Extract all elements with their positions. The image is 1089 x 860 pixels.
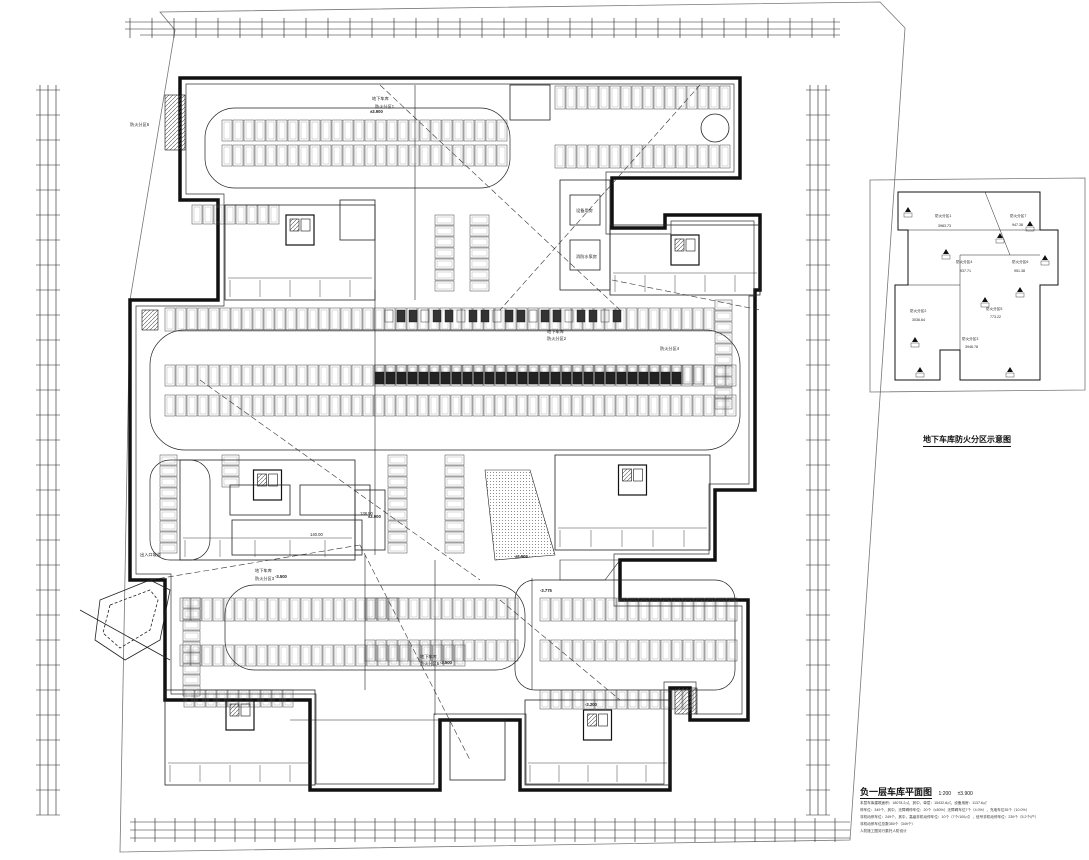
label-zone4: 防火分区4	[660, 345, 680, 352]
inset-zone6-area: 951.38	[1014, 269, 1025, 273]
drawing-title-block: 负一层车库平面图 1:200 ±3.900	[860, 785, 973, 799]
inset-zone4-label: 防火分区4	[956, 259, 972, 264]
note-line: 人防施工图另行委托人防设计	[860, 829, 907, 833]
inset-zone1-label: 防火分区1	[935, 213, 951, 218]
elev-5: -3.775	[540, 588, 553, 593]
inset-zone1-area: 3983.73	[938, 224, 951, 228]
room-area-1: 140.00	[310, 532, 323, 537]
turntable	[700, 113, 730, 143]
note-line: 非机动停车位总数350个（349个）	[860, 822, 916, 826]
drawing-elevation: ±3.900	[957, 791, 973, 797]
inset-zone4-area: 937.71	[960, 269, 971, 273]
building-cores	[164, 204, 761, 786]
inset-zone5-area: 773.22	[990, 315, 1001, 319]
drawing-title: 负一层车库平面图	[860, 787, 933, 799]
label-ramp: 出入口坡道	[140, 551, 162, 558]
fire-zone-inset: 防火分区1 3983.73 防火分区2 3036.64 防火分区3 3946.7…	[869, 177, 1086, 393]
inset-zone2-label: 防火分区2	[910, 308, 926, 313]
note-line: 本层车库建筑面积：18078.2㎡，其中，单层：15432.8㎡，设备用房：11…	[860, 801, 987, 805]
center-ramp	[484, 469, 621, 581]
room-area-2: 138.50	[360, 511, 373, 516]
elev-4: -3.500	[275, 574, 288, 579]
note-line: 停车位：349个，其中，无障碍停车位：20个（≤50%）无障碍车位7个（4.0%…	[860, 808, 1030, 812]
inset-zone3-area: 3946.78	[965, 345, 978, 349]
elev-3: ±3.900	[515, 554, 528, 559]
entrance-ramp	[79, 579, 171, 661]
label-zone1: 防火分区1	[375, 103, 395, 110]
inset-zone6-label: 防火分区6	[1012, 259, 1028, 264]
dimension-top	[125, 18, 840, 38]
drawing-scale: 1:200	[938, 791, 952, 797]
label-pump: 消防水泵房	[576, 253, 597, 260]
elev-1: ±3.900	[370, 109, 383, 114]
inset-zone3-label: 防火分区3	[962, 336, 978, 341]
inset-zone2-area: 3036.64	[912, 318, 925, 322]
label-zone6: 防火分区6	[130, 121, 150, 128]
label-garage-1: 地下车库	[372, 95, 389, 102]
structural-lines	[290, 85, 533, 721]
site-boundary	[119, 1, 906, 853]
label-zone5: 防火分区5	[420, 660, 440, 667]
dimension-right	[806, 85, 830, 816]
inset-title: 地下车库防火分区示意图	[923, 434, 1011, 447]
garage-inner-wall	[135, 83, 755, 785]
elev-2: ±3.900	[368, 514, 381, 519]
label-garage-3: 地下车库	[255, 567, 272, 574]
drawing-notes: 本层车库建筑面积：18078.2㎡，其中，单层：15432.8㎡，设备用房：11…	[860, 800, 1082, 835]
label-zone3: 防火分区3	[255, 575, 275, 582]
equipment-rooms	[229, 84, 611, 781]
note-line: 非机动停车位：249个，其中，高级非机动停车位：10个（7个/100㎡），信号非…	[860, 815, 1039, 819]
elev-7: -3.200	[585, 702, 598, 707]
plan-labels: 地下车库 防火分区1 防火分区2 防火分区4 防火分区3 防火分区5 防火分区6…	[130, 95, 680, 707]
inset-zone5-label: 防火分区5	[986, 306, 1002, 311]
inset-zone7-area: 947.38	[1012, 223, 1023, 227]
shafts	[141, 94, 698, 715]
label-garage-4: 地下车库	[420, 653, 437, 660]
garage-outer-wall	[128, 76, 762, 792]
parking-stalls	[159, 85, 738, 710]
dimension-bottom	[130, 818, 850, 842]
inset-zone7-label: 防火分区7	[1010, 213, 1026, 218]
drive-aisles	[149, 107, 741, 691]
label-zone2: 防火分区2	[547, 335, 567, 342]
label-equip: 设备用房	[576, 207, 593, 214]
label-garage-2: 地下车库	[547, 328, 564, 335]
dimension-left	[36, 85, 60, 816]
elev-6: -3.500	[440, 660, 453, 665]
